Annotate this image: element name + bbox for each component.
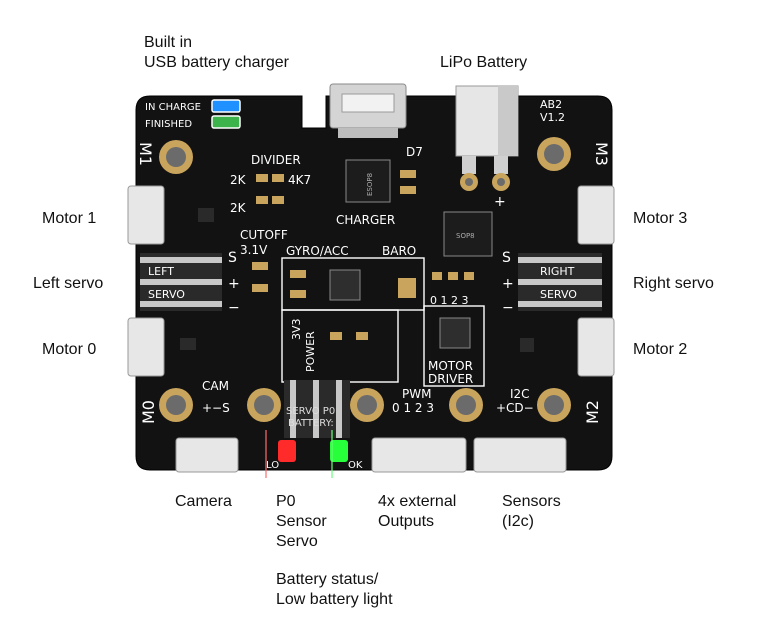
silk-right-servo-a: RIGHT bbox=[540, 265, 575, 278]
motor-connectors bbox=[127, 185, 615, 377]
silk-left-servo-b: SERVO bbox=[148, 288, 185, 301]
silk-battery: BATTERY: bbox=[288, 418, 334, 429]
silk-d7: D7 bbox=[406, 145, 423, 159]
usb-connector bbox=[329, 83, 407, 138]
silk-right-servo-b: SERVO bbox=[540, 288, 577, 301]
callout-usb-charger: Built in USB battery charger bbox=[144, 34, 289, 71]
silk-minus-left: − bbox=[228, 300, 240, 316]
silk-minus-right: − bbox=[502, 300, 514, 316]
silk-m0: M0 bbox=[139, 400, 158, 424]
silk-m1: M1 bbox=[136, 142, 155, 166]
callout-motor3: Motor 3 bbox=[633, 210, 688, 227]
silk-m3: M3 bbox=[592, 142, 611, 166]
silk-m2: M2 bbox=[583, 400, 602, 424]
silk-chip1: ESOP8 bbox=[366, 173, 374, 196]
smd-components bbox=[180, 170, 534, 352]
silk-2k-b: 2K bbox=[230, 201, 247, 215]
callout-lipo: LiPo Battery bbox=[440, 54, 528, 71]
pcb-board bbox=[135, 95, 613, 471]
silk-ver-b: V1.2 bbox=[540, 111, 565, 124]
callout-right-servo: Right servo bbox=[633, 275, 714, 292]
silk-i2c-pins: +CD− bbox=[496, 401, 534, 415]
silk-cutoff: CUTOFF bbox=[240, 228, 288, 242]
callout-motor2: Motor 2 bbox=[633, 341, 688, 358]
battery-led-green bbox=[330, 440, 348, 462]
silk-gyro: GYRO/ACC bbox=[286, 244, 349, 258]
silk-plus-batt: + bbox=[494, 194, 506, 210]
callout-left-servo: Left servo bbox=[33, 275, 104, 292]
charge-led-blue bbox=[211, 99, 241, 113]
callout-motor0: Motor 0 bbox=[42, 341, 97, 358]
silk-lo: LO bbox=[266, 460, 279, 471]
silk-cam-pins: +−S bbox=[202, 401, 230, 415]
lipo-connector bbox=[455, 85, 519, 174]
silk-in-charge: IN CHARGE bbox=[145, 102, 201, 113]
silk-ver-a: AB2 bbox=[540, 98, 562, 111]
silk-finished: FINISHED bbox=[145, 119, 192, 130]
silk-ok: OK bbox=[348, 460, 363, 471]
silk-pwm: PWM bbox=[402, 387, 431, 401]
servo-p0-header bbox=[284, 380, 350, 438]
silk-cam: CAM bbox=[202, 379, 229, 393]
silk-plus-left: + bbox=[228, 276, 240, 292]
silk-2k-a: 2K bbox=[230, 173, 247, 187]
silk-cutoff-v: 3.1V bbox=[240, 243, 268, 257]
silk-power: POWER bbox=[304, 331, 317, 372]
silk-baro: BARO bbox=[382, 244, 416, 258]
finished-led-green bbox=[211, 115, 241, 129]
bottom-connectors bbox=[175, 437, 567, 473]
silk-4k7: 4K7 bbox=[288, 173, 311, 187]
callout-sensors: Sensors (I2c) bbox=[502, 493, 561, 530]
silk-left-servo-a: LEFT bbox=[148, 265, 174, 278]
silk-pwm-nums: 0 1 2 3 bbox=[392, 401, 434, 415]
silk-motor-driver-b: DRIVER bbox=[428, 372, 473, 386]
callout-motor1: Motor 1 bbox=[42, 210, 97, 227]
silk-chip2: SOP8 bbox=[456, 232, 475, 240]
callout-p0: P0 Sensor Servo bbox=[276, 493, 327, 550]
silk-motor-driver-a: MOTOR bbox=[428, 359, 473, 373]
silk-i2c: I2C bbox=[510, 387, 530, 401]
silk-m-nums: 0 1 2 3 bbox=[430, 294, 468, 307]
battery-led-red bbox=[278, 440, 296, 462]
silk-divider: DIVIDER bbox=[251, 153, 301, 167]
silk-s-right: S bbox=[502, 250, 511, 266]
callout-battery-status: Battery status/ Low battery light bbox=[276, 571, 393, 608]
servo-headers bbox=[140, 253, 602, 311]
silk-plus-right: + bbox=[502, 276, 514, 292]
silk-charger: CHARGER bbox=[336, 213, 395, 227]
silk-servo-p0: SERVO P0 bbox=[286, 406, 335, 417]
callout-camera: Camera bbox=[175, 493, 232, 510]
mounting-holes bbox=[159, 137, 571, 422]
ic-chips bbox=[329, 159, 493, 349]
silk-3v3: 3V3 bbox=[290, 318, 303, 340]
callout-outputs: 4x external Outputs bbox=[378, 493, 457, 530]
silk-s-left: S bbox=[228, 250, 237, 266]
